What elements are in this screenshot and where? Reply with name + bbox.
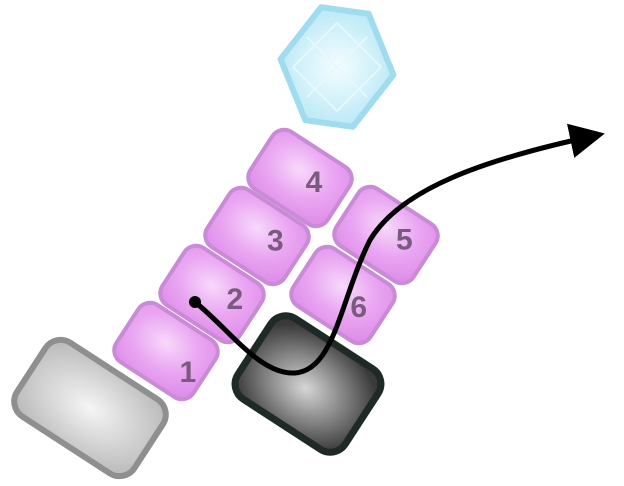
- path-start-dot: [189, 296, 201, 308]
- tile-5-label: 5: [396, 223, 413, 256]
- tile-6-label: 6: [350, 291, 367, 324]
- tile-4[interactable]: 4: [243, 124, 357, 231]
- path-arrow: [189, 123, 605, 376]
- tile-1[interactable]: 1: [109, 297, 223, 404]
- tile-2[interactable]: 2: [155, 240, 269, 347]
- tile-1-label: 1: [180, 356, 197, 389]
- crystal-gem: [277, 4, 397, 130]
- gray-block: [11, 336, 169, 480]
- tile-6[interactable]: 6: [286, 241, 400, 348]
- tile-3-label: 3: [267, 224, 284, 257]
- tile-4-label: 4: [306, 166, 323, 199]
- tile-2-label: 2: [226, 283, 243, 316]
- tile-3[interactable]: 3: [200, 182, 314, 289]
- dark-block: [231, 312, 385, 456]
